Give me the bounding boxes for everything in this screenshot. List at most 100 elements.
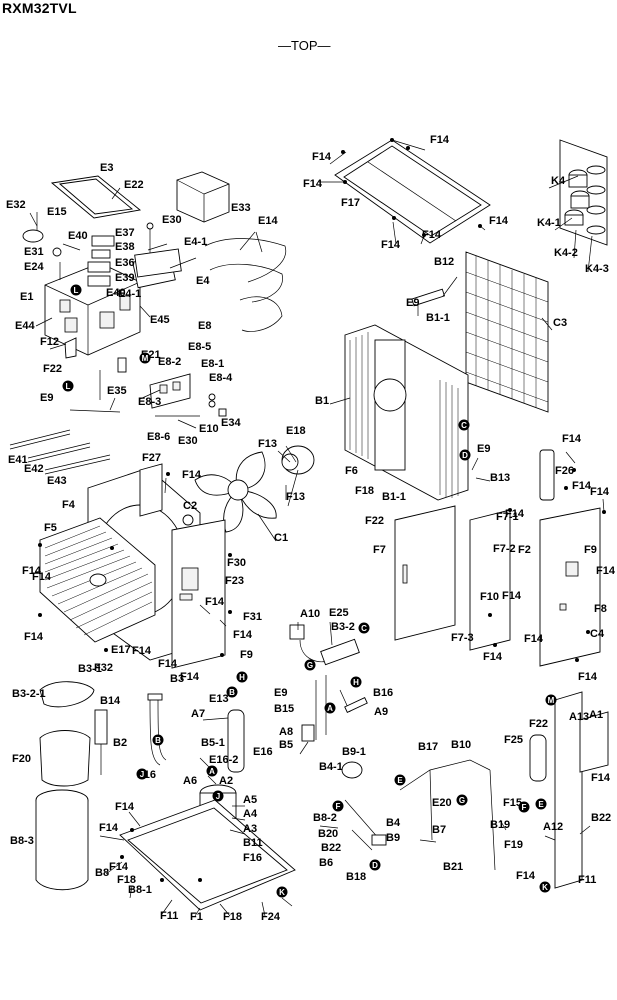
marker-circle xyxy=(456,794,468,806)
part-label: E41 xyxy=(8,454,28,466)
part-label: B4 xyxy=(386,817,401,829)
leader-line xyxy=(147,243,168,251)
marker-circle xyxy=(206,765,218,777)
part-label: F14 xyxy=(233,629,253,641)
leader-line xyxy=(475,477,491,482)
part-label: A4 xyxy=(243,808,258,820)
marker-letter: A xyxy=(327,704,333,713)
part-label: F14 xyxy=(182,469,202,481)
part-label: A5 xyxy=(243,794,257,806)
leader-line xyxy=(442,276,458,297)
leader-line xyxy=(573,229,577,259)
marker-letter: G xyxy=(459,796,465,805)
leader-line xyxy=(49,343,67,350)
part-label: E8-4 xyxy=(209,372,233,384)
leader-line xyxy=(329,151,347,165)
part-label: B11 xyxy=(243,837,263,849)
leader-line xyxy=(169,257,197,269)
part-label: F14 xyxy=(109,861,129,873)
marker-letter: E xyxy=(397,776,403,785)
leader-line xyxy=(579,825,591,835)
part-label: E33 xyxy=(231,202,251,214)
marker-circle xyxy=(350,676,362,688)
part-label: E20 xyxy=(432,797,452,809)
marker-circle xyxy=(62,380,74,392)
part-label: E13 xyxy=(209,693,229,705)
part-label: E8-6 xyxy=(147,431,170,443)
leader-line xyxy=(329,621,333,646)
marker-letter: D xyxy=(372,861,378,870)
part-label: B12 xyxy=(434,256,454,268)
leader-line xyxy=(565,451,576,464)
part-label: E3 xyxy=(100,162,113,174)
part-label: E17 xyxy=(111,644,131,656)
part-label: A7 xyxy=(191,708,205,720)
marker-circle xyxy=(212,790,224,802)
part-label: B2 xyxy=(113,737,127,749)
marker-letter: F xyxy=(336,802,341,811)
part-label: E9 xyxy=(406,297,419,309)
circled-marker-c: C xyxy=(458,419,470,431)
leader-line xyxy=(277,450,291,463)
leader-line xyxy=(299,741,309,755)
wiring-loom-e14 xyxy=(134,238,287,332)
part-label: B16 xyxy=(373,687,393,699)
wire-harnesses xyxy=(9,429,111,475)
part-label: B21 xyxy=(443,861,463,873)
part-label: E25 xyxy=(329,607,349,619)
part-label: E40 xyxy=(106,287,126,299)
marker-letter: K xyxy=(279,888,285,897)
leader-line xyxy=(420,235,425,245)
front-plate-f8 xyxy=(171,519,226,669)
part-label: F12 xyxy=(40,336,59,348)
part-label: F14 xyxy=(516,870,536,882)
part-label: E31 xyxy=(24,246,44,258)
expansion-valve-piping xyxy=(341,759,496,871)
part-label: E32 xyxy=(6,199,26,211)
part-label: B18 xyxy=(346,871,366,883)
part-label: F14 xyxy=(205,596,225,608)
part-label: E4-1 xyxy=(184,236,207,248)
leader-line xyxy=(319,825,339,829)
part-label: F17 xyxy=(341,197,360,209)
part-label: F14 xyxy=(483,651,503,663)
marker-letter: H xyxy=(353,678,359,687)
part-label: B1 xyxy=(315,395,329,407)
part-label: E38 xyxy=(115,241,135,253)
leader-line xyxy=(541,317,553,331)
leader-line xyxy=(287,469,299,507)
part-label: F18 xyxy=(355,485,374,497)
marker-letter: B xyxy=(155,736,161,745)
part-label: E36 xyxy=(115,257,135,269)
circled-marker-e: E xyxy=(535,798,547,810)
motor-bracket-f27 xyxy=(139,463,163,517)
fittings-k4 xyxy=(559,139,608,246)
part-label: B8-2 xyxy=(313,812,337,824)
part-label: F14 xyxy=(590,486,610,498)
top-plate xyxy=(334,139,491,244)
part-label: F14 xyxy=(115,801,135,813)
part-label: F2 xyxy=(518,544,531,556)
part-label: B20 xyxy=(318,828,338,840)
part-label: E9 xyxy=(477,443,490,455)
part-label: F18 xyxy=(223,911,242,923)
part-label: E8 xyxy=(198,320,211,332)
leader-line xyxy=(392,221,397,245)
leader-line xyxy=(548,175,579,189)
marker-circle xyxy=(70,284,82,296)
leader-line xyxy=(111,187,121,200)
part-label: B22 xyxy=(591,812,611,824)
circled-marker-f: F xyxy=(332,800,344,812)
part-label: F14 xyxy=(502,590,522,602)
marker-circle xyxy=(324,702,336,714)
part-label: B17 xyxy=(418,741,438,753)
top-cover-plate xyxy=(50,175,142,219)
part-label: K4 xyxy=(551,175,566,187)
marker-circle xyxy=(545,694,557,706)
part-label: E4 xyxy=(196,275,210,287)
leader-line xyxy=(229,829,246,835)
marker-circle xyxy=(458,419,470,431)
part-label: F22 xyxy=(43,363,62,375)
